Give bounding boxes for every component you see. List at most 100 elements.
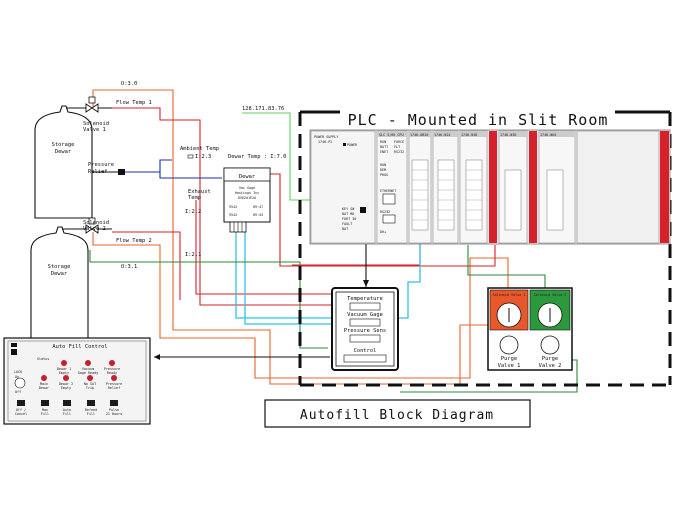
plc-red-bar [489,131,497,243]
vac-line: Hastings Inc [235,191,260,195]
vac-code: 9542 [229,213,237,217]
button-label: Off / [16,408,26,412]
indicator-light-icon [85,360,91,366]
module-header: 1746-NI8 [500,133,516,137]
plc-io-modules: 1746-OB16 1746-NI4 1746-NI8 1746-NI8 174… [408,130,669,244]
lock-label: Off [15,390,21,394]
cpu-led: ENET [380,150,388,154]
solenoid-1-label: Valve 1 [83,127,106,133]
indicator-label: Trip [86,386,94,390]
flow2-io-label: I:2.1 [185,252,201,258]
wire-orange-bottom [92,232,509,379]
indicator-light-icon [111,375,117,381]
man-fill-button[interactable] [41,400,49,406]
button-label: Refeed [85,408,97,412]
dewar-vac-box: Dewar Vac Gage Hastings Inc DV6201E2A 95… [223,167,271,233]
exhaust-temp-label: Exhaust [188,189,211,195]
indicator-light-icon [41,375,47,381]
button-label: 21 Hours [106,412,122,416]
pressure-relief-label: Pressure [88,162,114,168]
exhaust-io-label: I:2.2 [185,209,201,215]
diagram-title-box: Autofill Block Diagram [264,399,531,428]
wire-green-bottom [89,250,328,349]
plc-frame: PLC - Mounted in Slit Room [298,110,672,387]
indicator-light-icon [87,375,93,381]
indicator-label: Ready [107,371,117,375]
indicator-label: Pressure [106,382,122,386]
indicator-label: Dewar 2 [59,382,73,386]
wire-green-plc [467,245,546,290]
lock-switch-icon[interactable] [14,377,26,389]
lock-label: LOCK [14,370,23,374]
wire-green-valve [400,359,578,393]
plc-red-bar [660,131,669,243]
lock-switch[interactable]: LOCK On Off [14,370,26,394]
module-header: 1746-NO4 [540,133,556,137]
purge-caption: Valve 2 [539,363,562,369]
ambient-temp-label: I:2.3 [195,154,211,160]
indicator-light-icon [63,375,69,381]
button-label: Fill [63,412,71,416]
button-label: Fill [41,412,49,416]
io-label-o30: O:3.0 [121,81,137,87]
indicator-label: Gage Ready [78,371,98,375]
purge-caption: Purge [542,356,558,362]
tank-label: Storage [48,264,71,270]
ethernet-label: ETHERNET [380,189,396,193]
solenoid-1-label: Solenoid [83,121,109,127]
pressure-relief-label: Relief [88,169,107,175]
wire-orange-top [92,89,493,385]
auto-fill-button[interactable] [63,400,71,406]
valve-title: Solenoid Valve 1 [493,293,526,297]
plc-ip: 128.171.83.76 [242,106,284,112]
status-label: Status [37,357,49,361]
pressure-relief-icon [118,169,125,175]
indicator-label: Dewar 1 [57,367,71,371]
storage-dewar-2: Storage Dewar [30,226,89,341]
pulse-button[interactable] [110,400,118,406]
solenoid-valve-1-icon [85,96,99,113]
indicator-grid: Dewar 1 Empty Vacuum Gage Ready Pressure… [39,360,122,390]
solenoid-valve-2-icon [85,217,99,234]
ethernet-port-icon [382,193,396,205]
panel-title: Auto Fill Control [52,344,107,350]
vac-value: 09:45 [253,213,263,217]
cpu-led: FLT [394,145,400,149]
io-label-o31: O:3.1 [121,264,137,270]
arrowhead-panel [154,354,160,360]
lock-label: On [15,375,19,379]
dewar-temp-label: Dewar Temp : I:7.0 [228,154,286,160]
solenoid-2-label: Valve 2 [83,226,106,232]
flow-temp-1-label: Flow Temp 1 [116,100,152,106]
indicator-label: Dewar [39,386,49,390]
indicator-label: No SAT [84,382,96,386]
ambient-temp-label: Ambient Temp [180,146,219,152]
button-label: Man [42,408,48,412]
misc-label: RS232 [380,210,390,214]
plc-cpu-module [376,130,408,244]
cpu-led: BATT [380,145,388,149]
cpu-led: RS232 [394,150,404,154]
misc-label: DH+ [380,230,386,234]
storage-dewar-1: Storage Dewar [34,105,93,219]
purge-valves: Solenoid Valve 1 Solenoid Valve 2 Purge … [487,287,573,371]
module-header: 1746-NI8 [461,133,477,137]
tank-label: Dewar [55,149,72,155]
indicator-light-icon [61,360,67,366]
side-label: BAT [342,227,348,231]
purge-caption: Valve 1 [498,363,521,369]
diagram-title: Autofill Block Diagram [300,408,494,423]
refeed-fill-button[interactable] [87,400,95,406]
panel-buttons: Off / Cancel Man Fill Auto Fill Refeed F… [15,400,122,416]
power-label: POWER [347,143,358,147]
wire-cyan-vac2 [244,232,356,325]
sensor-row: Pressure Sens [344,328,386,334]
key-label: RUN [380,163,386,167]
flow-temp-2-label: Flow Temp 2 [116,238,152,244]
purge-caption: Purge [501,356,517,362]
power-supply-label: 1746-P2 [318,140,332,144]
button-label: Pulse [109,408,119,412]
ambient-sensor-icon [187,154,194,159]
vac-line: DV6201E2A [238,196,256,200]
off-cancel-button[interactable] [17,400,25,406]
